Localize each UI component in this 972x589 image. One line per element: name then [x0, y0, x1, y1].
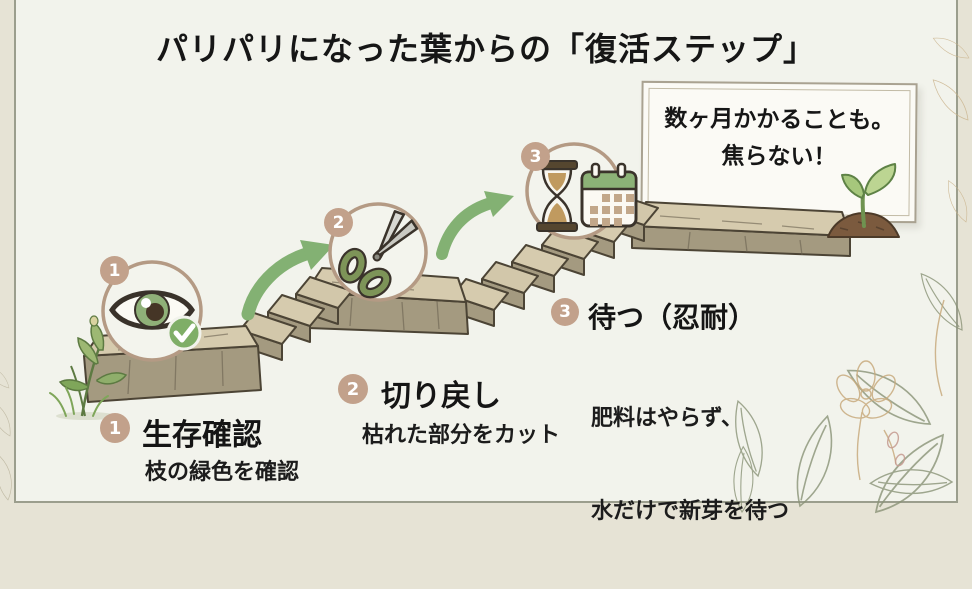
- step-3-ring-badge: 3: [521, 142, 550, 171]
- step-1-number: 1: [108, 417, 122, 439]
- step-1-description: 枝の緑色を確認: [145, 460, 300, 485]
- stone-staircase-illustration: [49, 163, 900, 420]
- step-3-ring-number: 3: [529, 146, 542, 167]
- arrow-icon: [436, 191, 514, 260]
- hourglass-icon: [536, 160, 578, 232]
- arrow-icon: [241, 240, 334, 321]
- step-2-ring-number: 2: [332, 212, 345, 233]
- step-3-badge: 3: [551, 298, 579, 326]
- calendar-icon: [580, 162, 638, 228]
- step-1-ring-badge: 1: [100, 256, 129, 285]
- step-2-badge: 2: [338, 374, 368, 404]
- step-3-description-line-2: 水だけで新芽を待つ: [591, 499, 790, 524]
- step-2-description: 枯れた部分をカット: [362, 423, 561, 448]
- step-2-ring-badge: 2: [324, 208, 353, 237]
- step-3-description: 肥料はやらず、 水だけで新芽を待つ: [591, 341, 789, 589]
- scissors-icon: [328, 202, 428, 302]
- step-1-ring-number: 1: [108, 260, 121, 281]
- lower-stairs: [239, 276, 353, 361]
- step-2-label: 切り戻し: [381, 379, 501, 414]
- step-2-number: 2: [346, 378, 360, 400]
- hourglass-calendar-icon: [525, 142, 638, 240]
- step-icons-layer: [101, 142, 638, 362]
- plant-icon: [49, 315, 128, 420]
- eye-check-icon: [101, 260, 203, 362]
- step-3-description-line-1: 肥料はやらず、: [591, 406, 744, 431]
- page-title: パリパリになった葉からの「復活ステップ」: [155, 30, 816, 68]
- step-1-label: 生存確認: [142, 418, 262, 453]
- sprout-icon: [827, 163, 900, 238]
- top-path-slab: [631, 201, 851, 257]
- step-3-label: 待つ（忍耐）: [588, 301, 757, 334]
- step-3-number: 3: [559, 302, 571, 322]
- step-1-badge: 1: [100, 413, 130, 443]
- infographic-canvas: パリパリになった葉からの「復活ステップ」 数ヶ月かかることも。 焦らない！: [0, 0, 972, 524]
